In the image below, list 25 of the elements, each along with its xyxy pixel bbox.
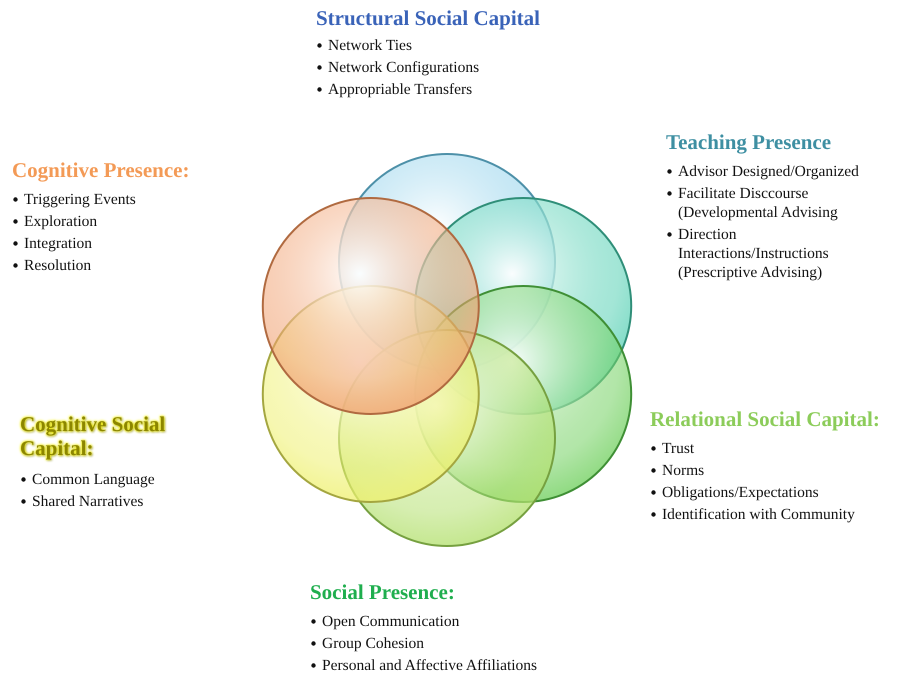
section-heading: Relational Social Capital: bbox=[650, 407, 881, 432]
bullet-item: Advisor Designed/Organized bbox=[678, 163, 859, 180]
bullet-item: Exploration bbox=[24, 213, 98, 230]
bullet-item: Network Configurations bbox=[328, 59, 480, 76]
bullet-item: Facilitate Disccourse (Developmental Advising bbox=[678, 185, 838, 222]
bullet-item: Identification with Community bbox=[662, 506, 855, 524]
bullet-item: Trust bbox=[662, 440, 694, 458]
bullet-item: Network Ties bbox=[328, 37, 412, 54]
bullet-item: Obligations/Expectations bbox=[662, 484, 819, 502]
bullet-item: Shared Narratives bbox=[32, 493, 144, 510]
bullet-item: Common Language bbox=[32, 471, 155, 488]
bullet-item: Appropriable Transfers bbox=[328, 81, 472, 98]
bullet-item: Group Cohesion bbox=[322, 635, 424, 652]
bullet-item: Triggering Events bbox=[24, 191, 136, 208]
section-heading: Cognitive Presence: bbox=[12, 158, 190, 182]
bullet-item: Open Communication bbox=[322, 613, 460, 630]
section-heading: Cognitive Social Capital: bbox=[20, 412, 166, 460]
section-heading: Teaching Presence bbox=[666, 130, 832, 154]
section-heading: Structural Social Capital bbox=[316, 6, 541, 30]
bullet-item: Personal and Affective Affiliations bbox=[322, 657, 538, 674]
bullet-item: Resolution bbox=[24, 257, 92, 274]
bullet-item: Integration bbox=[24, 235, 92, 252]
section-heading: Social Presence: bbox=[310, 580, 456, 604]
bullet-item: Direction Interactions/Instructions (Prescriptive Advising) bbox=[678, 226, 829, 282]
bullet-item: Norms bbox=[662, 462, 704, 480]
